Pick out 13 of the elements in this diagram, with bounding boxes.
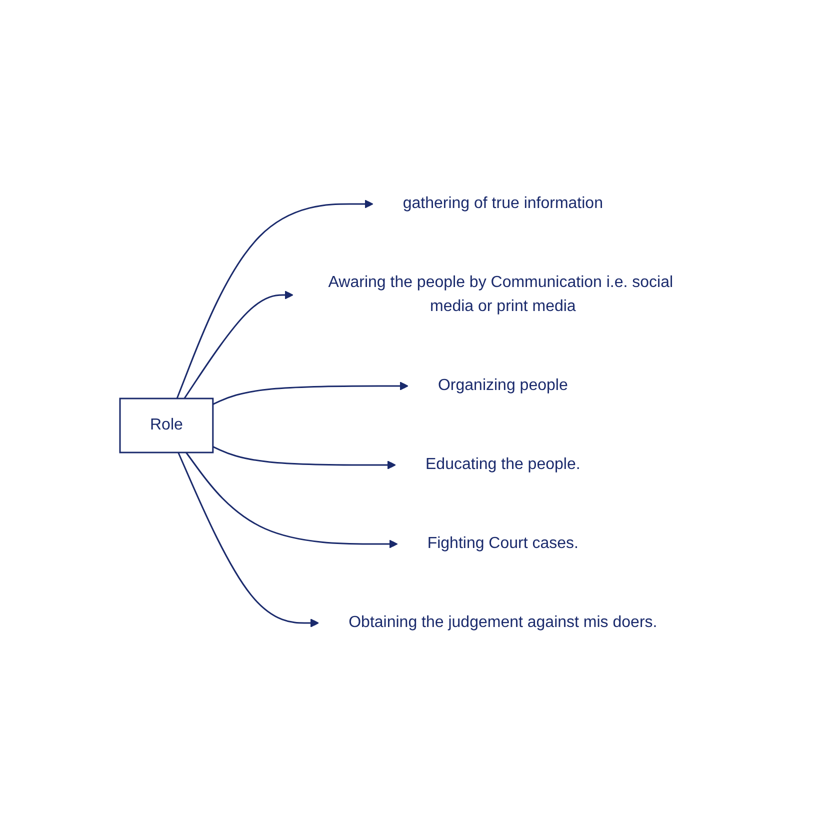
arrow [185, 452, 398, 548]
node-box: Role [118, 398, 214, 454]
arrow [176, 200, 373, 399]
node-text: Awaring the people by Communication i.e. social media or print media [328, 274, 673, 315]
node-text: Obtaining the judgement against mis doers. [348, 614, 657, 631]
arrow [183, 290, 293, 399]
arrow [212, 446, 396, 470]
node-text: Fighting Court cases. [426, 535, 578, 552]
node-text: Educating the people. [425, 456, 580, 473]
node-text: gathering of true information [402, 195, 603, 212]
node-text: Organizing people [438, 377, 568, 394]
arrow [177, 452, 319, 628]
arrow [212, 382, 408, 405]
